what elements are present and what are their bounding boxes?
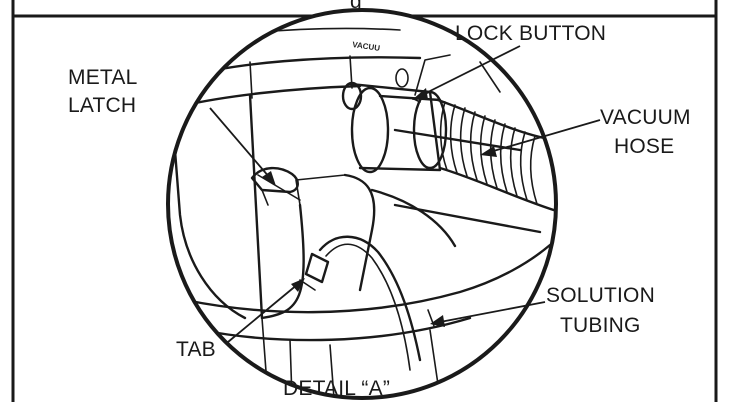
label-solution-tubing-line2: TUBING [560,314,641,337]
leader-lines [209,45,601,343]
label-metal-latch-line2: LATCH [68,94,136,117]
leader-solution-tubing [439,301,546,323]
arrowhead-solution-tubing [430,315,445,327]
label-tab: TAB [176,338,216,361]
label-lock-button: LOCK BUTTON [455,22,606,45]
leader-tab [227,283,299,343]
label-vacuum-hose-line2: HOSE [614,135,674,158]
figure-caption: DETAIL “A” [283,377,390,400]
arrowhead-metal-latch [262,171,276,186]
label-vacuum-hose-line1: VACUUM [600,106,691,129]
arrowhead-lock-button [412,88,428,100]
leader-lock-button [419,45,521,97]
arrowhead-vacuum-hose [480,146,497,157]
label-metal-latch-line1: METAL [68,66,137,89]
top-text-fragment: g [350,0,362,13]
vacuum-illustration [168,27,556,398]
label-solution-tubing-line1: SOLUTION [546,284,655,307]
leader-vacuum-hose [489,119,601,153]
stamp-text: VACUU [352,40,381,53]
arrowhead-tab [291,278,305,292]
leader-metal-latch [209,107,271,179]
